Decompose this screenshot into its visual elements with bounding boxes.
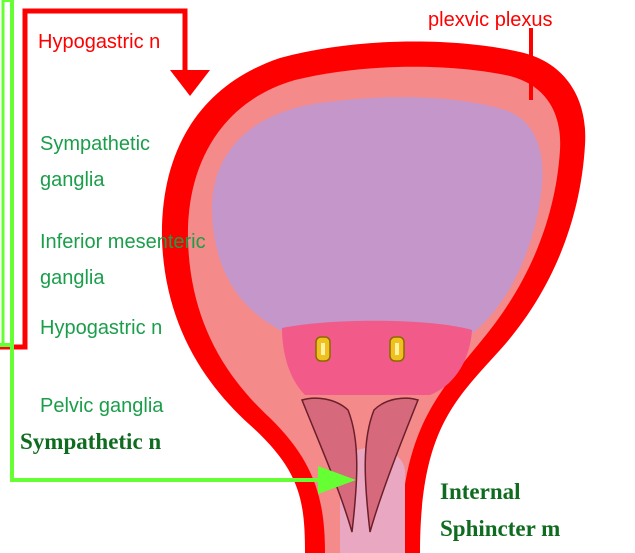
label-hypogastric-nerve-mid: Hypogastric n [40,316,162,340]
label-internal-sphincter-line2: Sphincter m [440,515,560,543]
label-inferior-mesenteric-line1: Inferior mesenteric [40,230,206,254]
ureter-orifice-right [390,337,404,361]
label-internal-sphincter-line1: Internal [440,478,521,506]
label-pelvic-ganglia: Pelvic ganglia [40,394,163,418]
label-inferior-mesenteric-line2: ganglia [40,266,105,290]
label-hypogastric-nerve-top: Hypogastric n [38,30,160,54]
ureter-orifice-left [316,337,330,361]
bladder-lumen [212,97,543,335]
trigone-region [282,321,472,395]
hypogastric-nerve-arrowhead [170,70,210,96]
label-sympathetic-ganglia-line2: ganglia [40,168,105,192]
label-sympathetic-ganglia-line1: Sympathetic [40,132,150,156]
label-sympathetic-nerve: Sympathetic n [20,428,161,456]
label-pelvic-plexus: plexvic plexus [428,8,553,32]
